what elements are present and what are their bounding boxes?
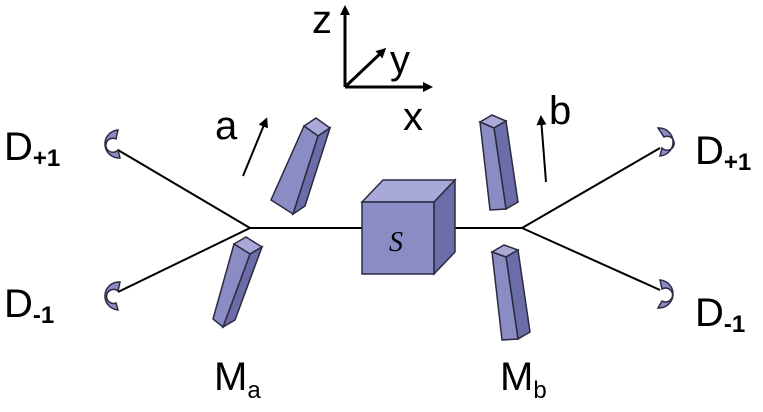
direction-a-arrow	[242, 117, 268, 177]
analyzer-b-mirror-lower	[490, 244, 531, 341]
beam-right-lower	[521, 227, 661, 291]
mirror-a-label: Ma	[214, 355, 261, 404]
detector-main: D	[4, 282, 33, 326]
coordinate-axes	[340, 5, 433, 92]
detector-right-bottom-label: D-1	[695, 291, 745, 338]
detector-icon	[104, 129, 121, 159]
direction-b-label: b	[549, 89, 571, 133]
detector-main: D	[695, 129, 724, 173]
beam-lines	[117, 147, 661, 293]
detector-left-top-label: D+1	[4, 125, 60, 172]
source-cube	[360, 178, 457, 276]
detector-left-bottom	[104, 281, 121, 311]
detector-main: D	[695, 291, 724, 335]
mirror-main: M	[214, 355, 247, 399]
beam-right-upper	[521, 147, 661, 229]
detector-icon	[104, 281, 121, 311]
detector-right-bottom	[656, 279, 674, 309]
mirror-front-face	[491, 250, 519, 341]
detector-sub: -1	[33, 302, 54, 329]
mirror-b-label: Mb	[500, 355, 547, 404]
z-axis-label: z	[312, 0, 332, 42]
detector-sub: +1	[33, 145, 60, 172]
detector-left-top	[104, 129, 121, 159]
direction-b-arrow	[536, 115, 547, 183]
detector-icon	[656, 279, 674, 309]
detector-main: D	[4, 125, 33, 169]
mirror-main: M	[500, 355, 533, 399]
beam-left-upper	[117, 149, 251, 229]
cube-front-face	[361, 201, 435, 275]
analyzer-a-mirror-lower	[212, 236, 264, 329]
source-label: S	[389, 227, 403, 258]
direction-a-label: a	[215, 104, 238, 148]
mirror-sub: b	[533, 377, 546, 404]
detector-right-top-label: D+1	[695, 129, 751, 176]
detector-icon	[656, 127, 675, 157]
detector-left-bottom-label: D-1	[4, 282, 54, 329]
y-axis	[343, 47, 387, 89]
mirror-sub: a	[247, 377, 261, 404]
beam-left-lower	[117, 227, 251, 293]
analyzer-a-mirror-upper	[270, 117, 332, 216]
x-axis-label: x	[403, 95, 423, 139]
detector-sub: -1	[724, 311, 745, 338]
mirror-front-face	[212, 242, 251, 329]
detector-right-top	[656, 127, 675, 157]
mirror-front-face	[479, 120, 507, 211]
analyzer-b-mirror-upper	[478, 114, 519, 211]
mirror-front-face	[270, 124, 319, 216]
y-axis-label: y	[390, 38, 410, 82]
detector-sub: +1	[724, 149, 751, 176]
